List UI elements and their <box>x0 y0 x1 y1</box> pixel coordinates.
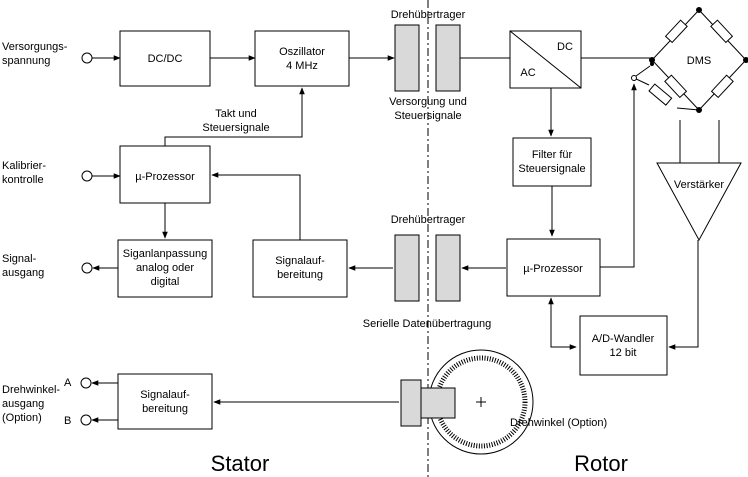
svg-text:ausgang: ausgang <box>2 398 44 410</box>
svg-text:Signalauf-: Signalauf- <box>140 389 190 401</box>
angle-option-label: Drehwinkel (Option) <box>510 417 607 429</box>
calibration-input: Kalibrier- kontrolle <box>2 160 93 186</box>
svg-text:DC/DC: DC/DC <box>148 53 183 65</box>
svg-text:Kalibrier-: Kalibrier- <box>2 160 46 172</box>
svg-text:A/D-Wandler: A/D-Wandler <box>592 333 655 345</box>
svg-text:digital: digital <box>151 276 180 288</box>
svg-text:Verstärker: Verstärker <box>674 179 724 191</box>
supply-control-label-2: Steuersignale <box>394 110 461 122</box>
dms-bridge: DMS <box>649 7 748 113</box>
serial-transfer-label: Serielle Datenübertragung <box>363 318 491 330</box>
svg-text:DC: DC <box>557 41 573 53</box>
svg-text:Filter für: Filter für <box>532 149 573 161</box>
svg-text:spannung: spannung <box>2 55 50 67</box>
microprocessor-stator: µ-Prozessor <box>119 145 211 204</box>
signal-processing-angle-block: Signalauf- bereitung <box>117 373 213 430</box>
supply-control-label-1: Versorgung und <box>389 96 467 108</box>
signal-adaptation-block: Siganlanpassung analog oder digital <box>117 239 213 298</box>
amplifier: Verstärker <box>656 162 742 242</box>
svg-text:kontrolle: kontrolle <box>2 174 44 186</box>
svg-text:A: A <box>64 377 72 389</box>
svg-text:Steuersignale: Steuersignale <box>518 163 585 175</box>
svg-text:ausgang: ausgang <box>2 267 44 279</box>
clock-label-2: Steuersignale <box>202 122 269 134</box>
calibration-resistor <box>631 62 700 111</box>
rotary-transformer-top <box>394 24 461 92</box>
rotary-transformer-mid <box>394 234 461 302</box>
svg-text:Oszillator: Oszillator <box>279 46 325 58</box>
oscillator-block: Oszillator 4 MHz <box>254 30 350 87</box>
microprocessor-rotor: µ-Prozessor <box>506 238 601 297</box>
acdc-block: DC AC <box>509 30 582 89</box>
svg-text:12 bit: 12 bit <box>610 347 637 359</box>
dcdc-block: DC/DC <box>119 30 211 87</box>
svg-text:AC: AC <box>520 67 535 79</box>
rotor-label: Rotor <box>574 451 628 476</box>
svg-text:(Option): (Option) <box>2 412 42 424</box>
angle-encoder <box>400 349 534 455</box>
svg-text:4 MHz: 4 MHz <box>286 60 318 72</box>
signal-output: Signal- ausgang <box>2 253 93 279</box>
angle-output: Drehwinkel- ausgang (Option) A B <box>2 377 92 427</box>
svg-text:analog oder: analog oder <box>136 262 194 274</box>
svg-text:µ-Prozessor: µ-Prozessor <box>135 171 195 183</box>
stator-label: Stator <box>211 451 270 476</box>
svg-text:Versorgungs-: Versorgungs- <box>2 41 68 53</box>
clock-label-1: Takt und <box>215 108 257 120</box>
svg-text:Signalauf-: Signalauf- <box>275 255 325 267</box>
supply-input: Versorgungs- spannung <box>2 41 93 67</box>
signal-processing-block: Signalauf- bereitung <box>252 239 348 298</box>
svg-text:Siganlanpassung: Siganlanpassung <box>123 248 207 260</box>
svg-text:bereitung: bereitung <box>277 269 323 281</box>
svg-text:DMS: DMS <box>687 55 711 67</box>
adc-block: A/D-Wandler 12 bit <box>579 315 668 376</box>
filter-block: Filter für Steuersignale <box>512 137 592 187</box>
rotary-transformer-top-label: Drehübertrager <box>391 9 466 21</box>
svg-text:Drehwinkel-: Drehwinkel- <box>2 384 60 396</box>
svg-text:µ-Prozessor: µ-Prozessor <box>523 263 583 275</box>
svg-text:B: B <box>64 415 71 427</box>
rotary-transformer-mid-label: Drehübertrager <box>391 214 466 226</box>
svg-text:Signal-: Signal- <box>2 253 37 265</box>
svg-text:bereitung: bereitung <box>142 403 188 415</box>
